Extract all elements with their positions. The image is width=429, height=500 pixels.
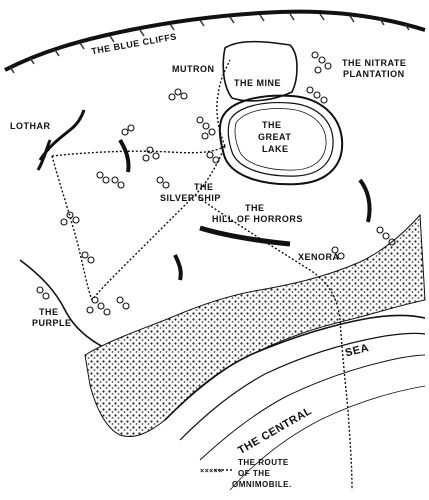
label-great-lake-3: LAKE bbox=[262, 144, 289, 154]
label-nitrate-1: THE NITRATE bbox=[342, 58, 406, 68]
hill-of-horrors-ridge bbox=[199, 225, 291, 247]
great-lake-shore-inner bbox=[227, 101, 334, 177]
lothar-hills bbox=[36, 109, 86, 171]
label-silver-ship-2: SILVER SHIP bbox=[160, 193, 221, 203]
legend-line-2: OF THE bbox=[238, 469, 270, 478]
river-west bbox=[19, 259, 116, 353]
label-sea: SEA bbox=[344, 342, 370, 359]
blue-cliffs-hatch bbox=[9, 13, 410, 74]
label-the-mine: THE MINE bbox=[234, 78, 281, 88]
ridge-1 bbox=[118, 138, 131, 173]
coastline-1 bbox=[164, 314, 426, 421]
tree-clumps bbox=[36, 51, 396, 316]
label-purple-1: THE bbox=[39, 307, 59, 317]
mine-area bbox=[222, 40, 298, 102]
forest-band bbox=[84, 213, 426, 437]
xenora-ridge bbox=[358, 178, 372, 223]
coastline-2 bbox=[179, 332, 426, 441]
label-nitrate-2: PLANTATION bbox=[343, 69, 405, 79]
label-hill-1: THE bbox=[245, 203, 265, 213]
label-great-lake-1: THE bbox=[262, 120, 282, 130]
great-lake-shore-outer bbox=[218, 94, 344, 186]
legend-line-3: OMNIMOBILE. bbox=[232, 480, 292, 489]
great-lake-shore-inner-2 bbox=[234, 108, 327, 171]
label-great-lake-2: GREAT bbox=[258, 132, 291, 142]
coastline-3 bbox=[199, 354, 426, 461]
label-purple-2: PURPLE bbox=[32, 318, 72, 328]
omnimobile-route bbox=[51, 59, 353, 491]
coastline-4 bbox=[229, 385, 426, 491]
label-hill-2: HILL OF HORRORS bbox=[212, 214, 303, 224]
label-lothar: LOTHAR bbox=[10, 121, 51, 131]
label-silver-ship-1: THE bbox=[194, 182, 214, 192]
label-xenora: XENORA bbox=[298, 252, 340, 262]
legend-line-1: THE ROUTE bbox=[238, 458, 289, 467]
label-central: THE CENTRAL bbox=[236, 405, 314, 457]
legend-marker: ××××× bbox=[200, 468, 223, 475]
ridge-2 bbox=[173, 254, 183, 281]
blue-cliffs-ridge bbox=[4, 9, 426, 72]
label-mutron: MUTRON bbox=[172, 64, 215, 74]
